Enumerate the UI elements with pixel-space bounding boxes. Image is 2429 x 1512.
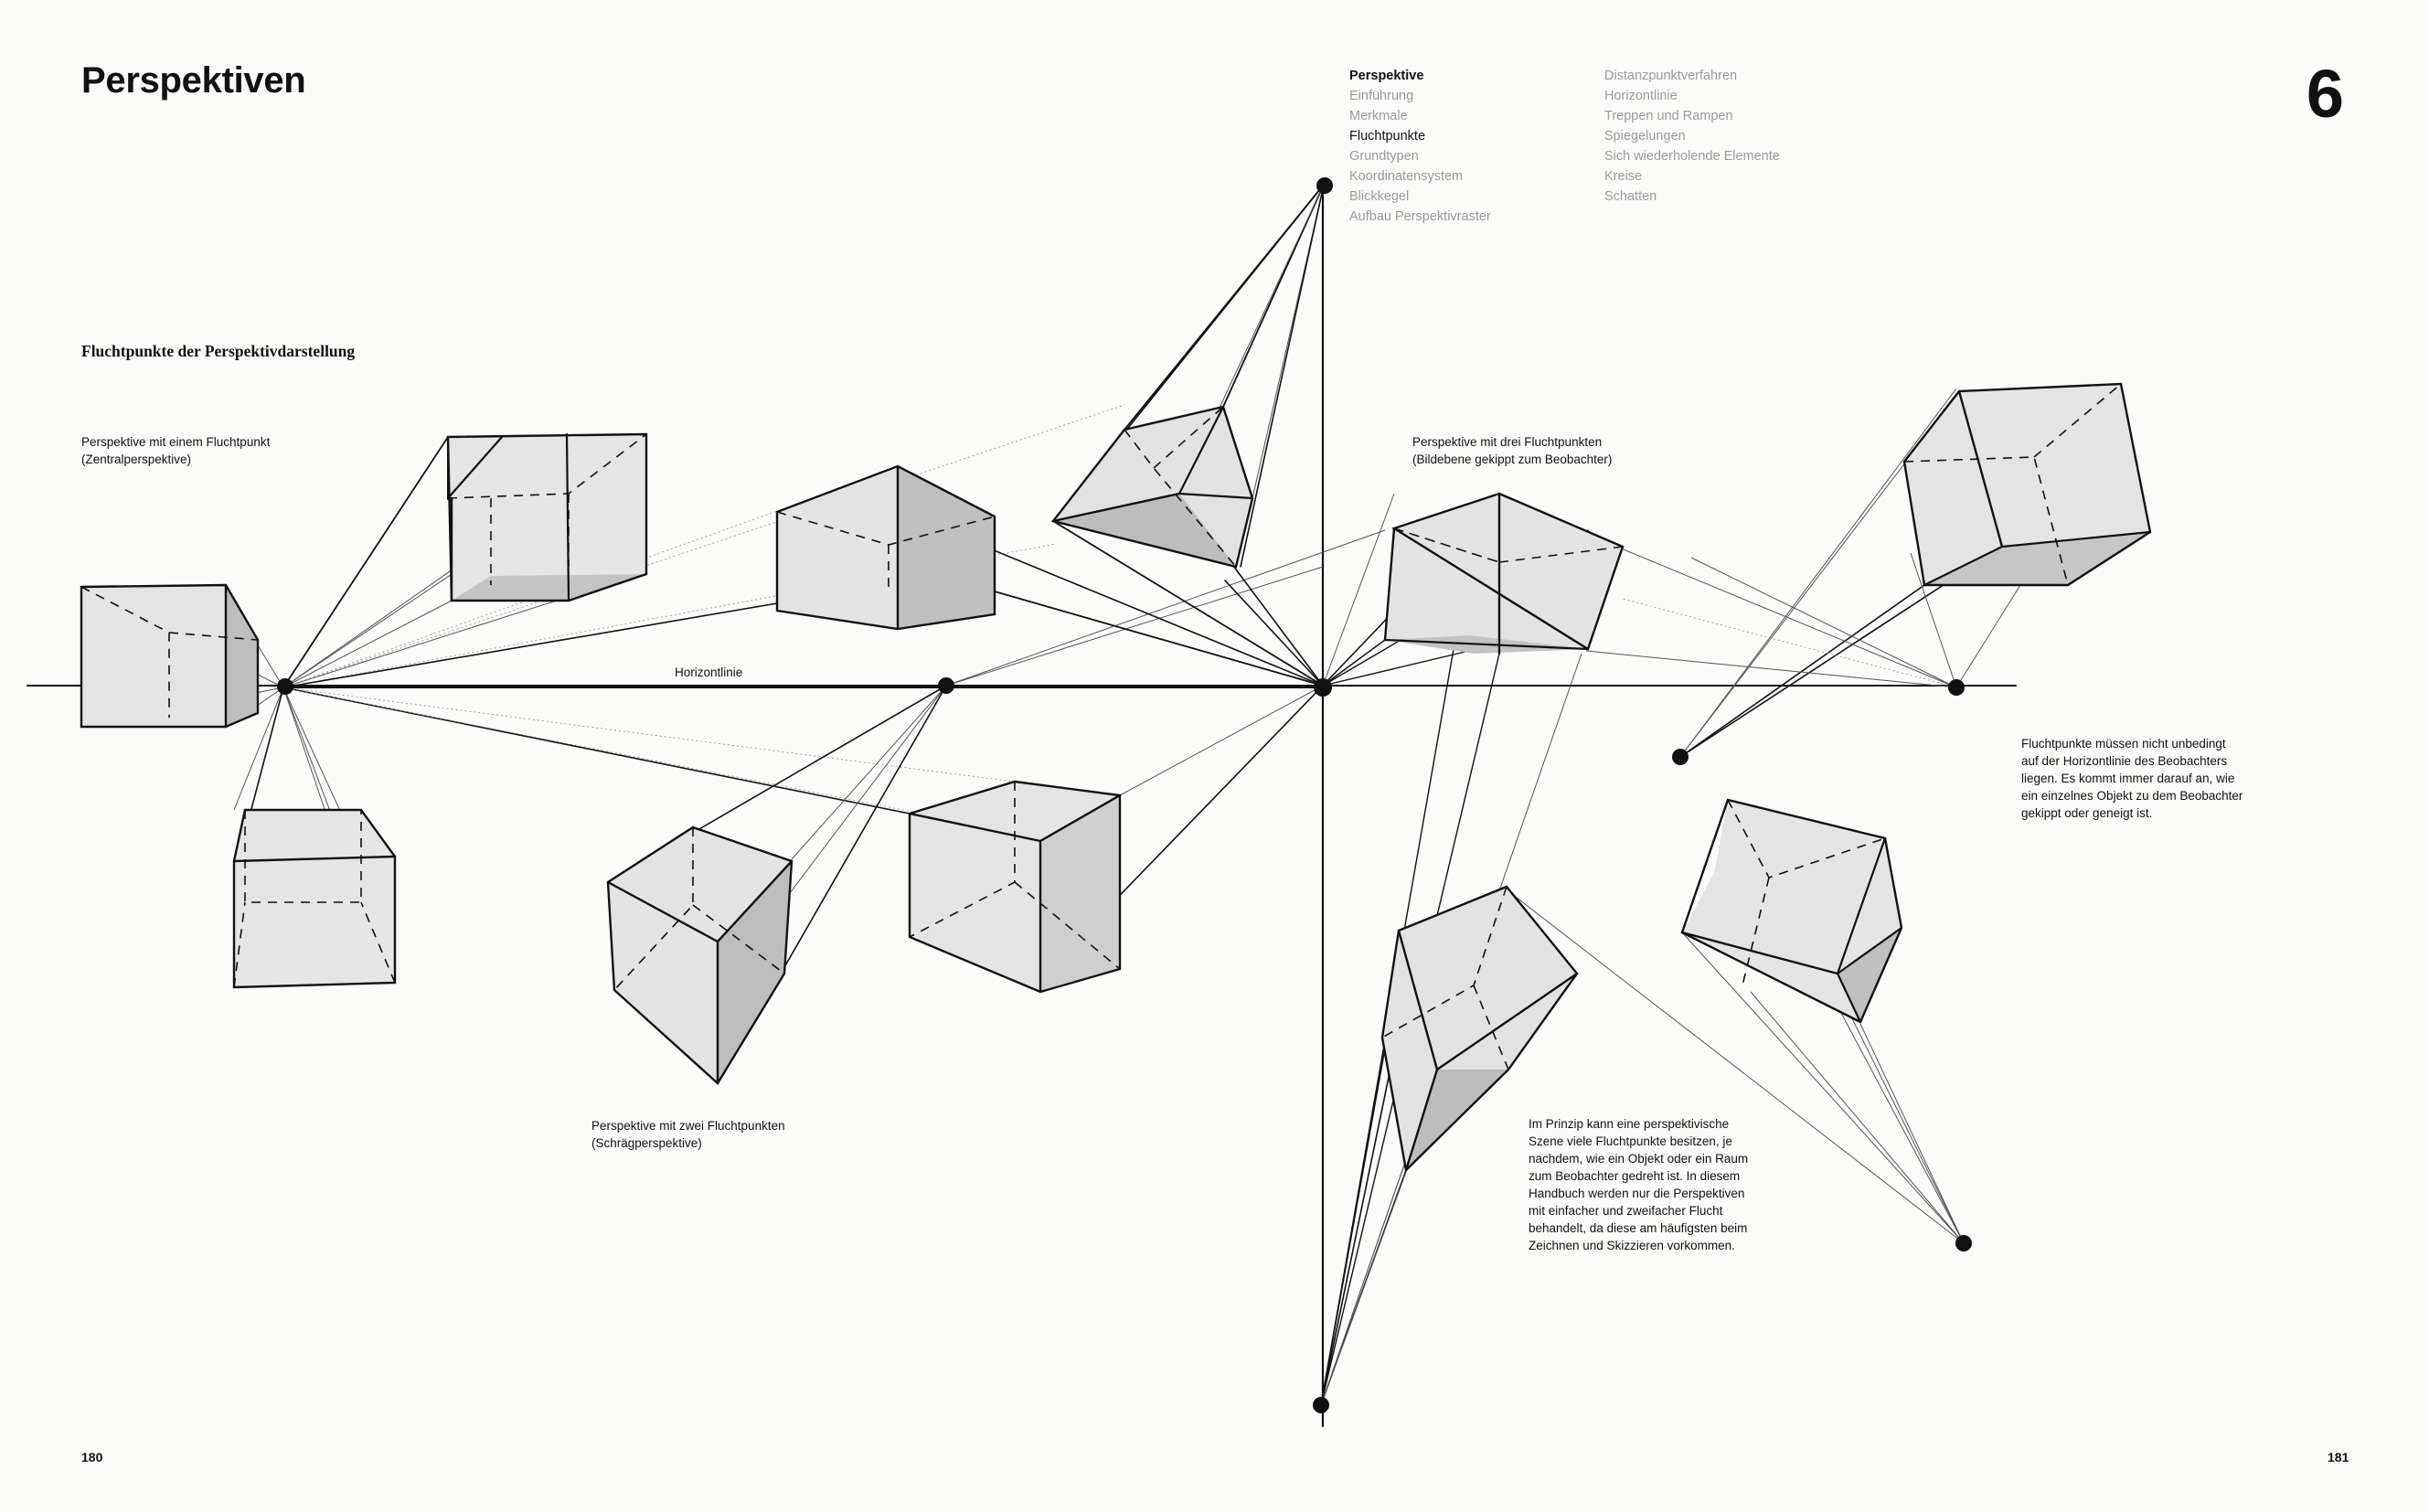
rays-left-vp <box>81 404 1324 984</box>
toc-item[interactable]: Koordinatensystem <box>1349 169 1464 184</box>
toc-column-1: Perspektive Einführung Merkmale Fluchtpu… <box>1349 66 1491 227</box>
toc-item[interactable]: Horizontlinie <box>1604 89 1678 103</box>
vanishing-point-middle <box>938 677 954 694</box>
cube-one-point-lower <box>232 808 397 989</box>
toc-item[interactable]: Aufbau Perspektivraster <box>1349 209 1491 224</box>
cube-tilted-right-lower <box>1680 798 1903 1024</box>
page-number-left: 180 <box>81 1450 103 1464</box>
page-number-right: 181 <box>2328 1450 2349 1464</box>
cube-three-point-right-upper <box>1383 492 1625 655</box>
vanishing-point-left <box>277 678 293 695</box>
caption-two-point: Perspektive mit zwei Fluchtpunkten (Schr… <box>591 1119 785 1150</box>
toc-item[interactable]: Merkmale <box>1349 109 1408 123</box>
toc-column-2: Distanzpunktverfahren Horizontlinie Trep… <box>1604 66 1780 207</box>
section-title: Fluchtpunkte der Perspektivdarstellung <box>81 342 356 360</box>
cube-two-point-lower-left <box>606 825 794 1085</box>
cube-three-point-upper <box>1050 405 1254 569</box>
cube-three-point-lower <box>1380 885 1579 1173</box>
cube-one-point-left <box>80 583 260 729</box>
vanishing-point-right <box>1948 679 1965 696</box>
toc-item[interactable]: Grundtypen <box>1349 149 1419 164</box>
note-right: Fluchtpunkte müssen nicht unbedingt auf … <box>2021 737 2243 820</box>
note-bottom: Im Prinzip kann eine perspektivische Sze… <box>1529 1117 1749 1252</box>
vanishing-point-top <box>1316 177 1333 194</box>
vanishing-point-right-low <box>1672 749 1689 765</box>
cube-two-point-lower-middle <box>908 780 1122 994</box>
toc-item[interactable]: Schatten <box>1604 189 1657 204</box>
toc-item[interactable]: Sich wiederholende Elemente <box>1604 149 1780 164</box>
toc-item[interactable]: Kreise <box>1604 169 1643 184</box>
cube-two-point-upper <box>775 464 996 631</box>
vanishing-point-center <box>1314 678 1332 697</box>
caption-three-point: Perspektive mit drei Fluchtpunkten (Bild… <box>1412 435 1613 466</box>
toc-item[interactable]: Blickkegel <box>1349 189 1410 204</box>
rays-right-vps <box>1507 388 2021 1244</box>
caption-horizon: Horizontlinie <box>675 665 743 679</box>
chapter-number: 6 <box>2306 56 2344 132</box>
vanishing-points <box>277 177 1972 1413</box>
vanishing-point-bottom <box>1313 1397 1329 1413</box>
caption-one-point: Perspektive mit einem Fluchtpunkt (Zentr… <box>81 435 271 466</box>
toc-item[interactable]: Distanzpunktverfahren <box>1604 69 1738 83</box>
vanishing-point-bottom-right <box>1955 1235 1972 1251</box>
toc-item-current[interactable]: Fluchtpunkte <box>1349 129 1426 144</box>
toc-item[interactable]: Treppen und Rampen <box>1604 109 1733 123</box>
cube-tilted-right-upper <box>1902 382 2152 587</box>
toc-item[interactable]: Einführung <box>1349 89 1414 103</box>
cube-one-point-upper <box>446 432 648 602</box>
toc-item-heading[interactable]: Perspektive <box>1349 69 1424 83</box>
page-title: Perspektiven <box>81 60 306 101</box>
toc-item[interactable]: Spiegelungen <box>1604 129 1686 144</box>
